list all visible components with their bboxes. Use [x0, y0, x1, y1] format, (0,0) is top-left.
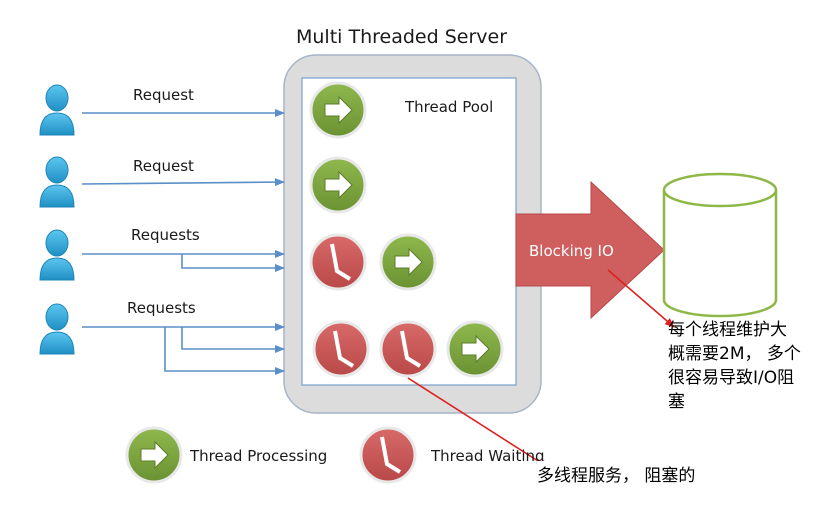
blocking-annotation: 多线程服务， 阻塞的	[537, 461, 696, 486]
request-arrow	[164, 327, 285, 375]
thread-processing-icon	[446, 320, 504, 378]
user-icon	[39, 303, 75, 355]
memory-annotation-line: 概需要2M， 多个	[668, 344, 801, 364]
memory-annotation-line: 塞	[668, 392, 685, 412]
thread-waiting-icon	[309, 233, 367, 291]
thread-processing-icon	[309, 156, 367, 214]
request-arrow	[181, 327, 285, 353]
blocking-io-label: Blocking IO	[529, 242, 614, 260]
memory-annotation: 每个线程维护大 概需要2M， 多个 很容易导致I/O阻 塞	[668, 318, 826, 414]
legend-processing-label: Thread Processing	[190, 447, 328, 465]
legend-waiting-icon	[359, 426, 417, 484]
legend-processing-icon	[125, 426, 183, 484]
request-label: Requests	[127, 299, 196, 317]
thread-pool-label: Thread Pool	[405, 98, 494, 116]
legend-waiting-label: Thread Waiting	[431, 447, 545, 465]
request-label: Request	[133, 157, 194, 175]
request-label: Request	[133, 86, 194, 104]
memory-annotation-line: 每个线程维护大	[668, 320, 787, 340]
user-icon	[39, 229, 75, 281]
diagram-title: Multi Threaded Server	[296, 26, 508, 48]
user-icon	[39, 156, 75, 208]
thread-waiting-icon	[312, 320, 370, 378]
user-icon	[39, 84, 75, 136]
request-arrow	[181, 254, 285, 272]
memory-annotation-line: 很容易导致I/O阻	[668, 368, 795, 388]
database-icon	[662, 172, 778, 318]
thread-processing-icon	[379, 233, 437, 291]
request-label: Requests	[131, 226, 200, 244]
request-arrow	[81, 178, 285, 187]
annotation-line	[607, 269, 675, 328]
annotation-line	[407, 377, 550, 469]
thread-processing-icon	[309, 81, 367, 139]
blocking-io-arrow	[515, 180, 665, 320]
thread-waiting-icon	[379, 320, 437, 378]
